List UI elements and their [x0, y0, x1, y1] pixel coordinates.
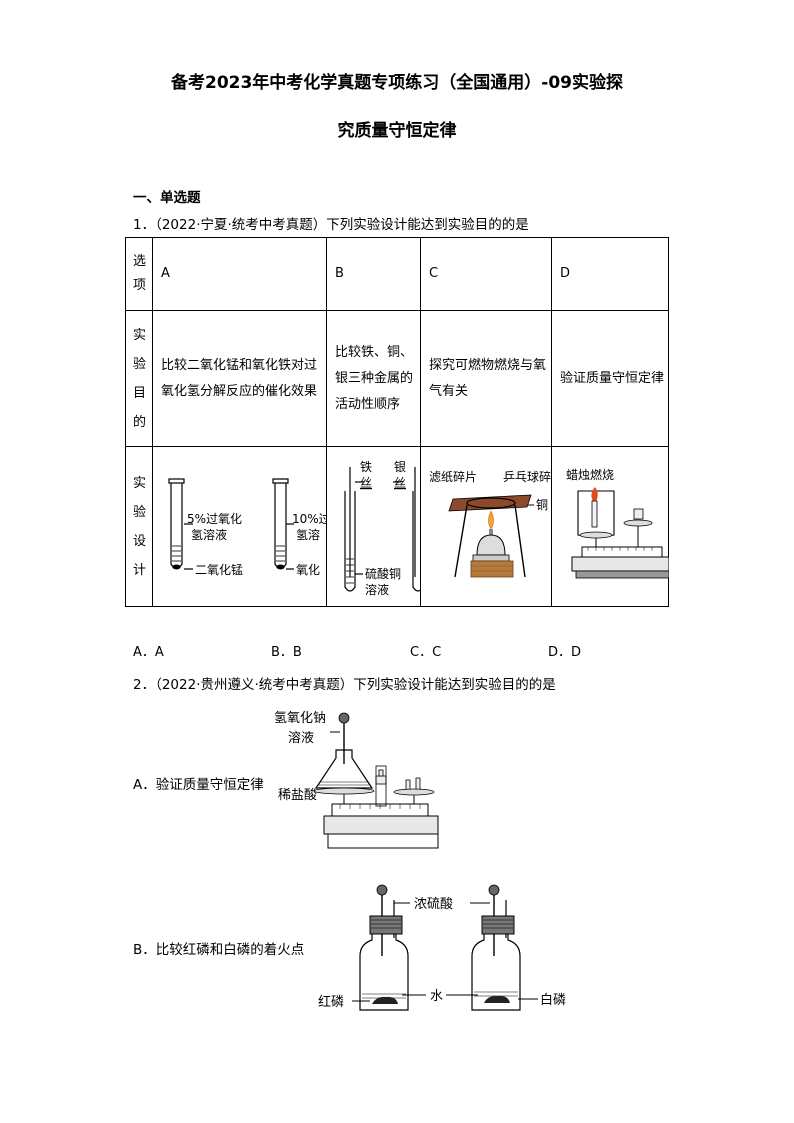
- metal-wire-figure-b: 铁 丝 银 丝 硫酸铜 溶液: [344, 460, 424, 597]
- choice-b[interactable]: B．B: [271, 645, 302, 660]
- design-a: 5%过氧化 氢溶液 二氧化锰 10%过 氢溶 氧化: [152, 446, 331, 607]
- design-b: 铁 丝 银 丝 硫酸铜 溶液: [326, 446, 424, 607]
- row-head-purpose: 实验目的: [125, 310, 153, 447]
- option-d-header: D: [551, 237, 669, 311]
- design-d: 蜡烛燃烧: [551, 446, 670, 607]
- choice-c[interactable]: C．C: [410, 645, 442, 660]
- label-pingpong: 乒乓球碎: [503, 469, 551, 484]
- row-head-option: 选项: [125, 237, 153, 311]
- section-heading: 一、单选题: [133, 190, 201, 206]
- purpose-b: 比较铁、铜、银三种金属的活动性顺序: [326, 310, 421, 447]
- page-title-line1: 备考2023年中考化学真题专项练习（全国通用）-09实验探: [170, 73, 624, 93]
- label-naoh: 氢氧化钠: [274, 711, 326, 726]
- label-red-p: 红磷: [318, 994, 344, 1010]
- label-cuso4-b: 溶液: [365, 582, 389, 597]
- label-fe: 铁: [360, 460, 372, 474]
- balance-candle-figure-d: 蜡烛燃烧: [566, 467, 670, 579]
- label-10pct-h2o2: 10%过: [292, 512, 327, 526]
- bottle-right: [471, 884, 521, 1011]
- option-c-header: C: [420, 237, 552, 311]
- table-row-options: 选项 A B C D: [125, 237, 669, 311]
- choice-a[interactable]: A．A: [133, 645, 164, 660]
- label-ag: 银: [394, 460, 406, 474]
- q2-option-a[interactable]: A．验证质量守恒定律: [133, 777, 264, 793]
- purpose-c: 探究可燃物燃烧与氧气有关: [420, 310, 552, 447]
- question-1-table: 选项 A B C D 实验目的 比较二氧化锰和氧化铁对过氧化氢分解反应的催化效果…: [125, 237, 670, 607]
- label-cuso4: 硫酸铜: [365, 566, 401, 581]
- label-ag-wire: 丝: [394, 476, 406, 490]
- option-a-header: A: [152, 237, 327, 311]
- label-copper: 铜: [536, 497, 548, 512]
- purpose-d: 验证质量守恒定律: [551, 310, 669, 447]
- burning-figure-c: 滤纸碎片 乒乓球碎 铜: [429, 469, 551, 578]
- table-row-purpose: 实验目的 比较二氧化锰和氧化铁对过氧化氢分解反应的催化效果 比较铁、铜、银三种金…: [125, 310, 669, 447]
- label-fe2o3: 氧化: [296, 563, 320, 577]
- label-fe-wire: 丝: [360, 476, 372, 490]
- question-1-stem: 1．（2022·宁夏·统考中考真题）下列实验设计能达到实验目的的是: [133, 217, 529, 233]
- test-tube-figure-a: 5%过氧化 氢溶液 二氧化锰 10%过 氢溶 氧化: [168, 478, 331, 577]
- label-candle: 蜡烛燃烧: [566, 467, 614, 482]
- q2-option-b[interactable]: B．比较红磷和白磷的着火点: [133, 942, 305, 958]
- label-filter-paper: 滤纸碎片: [429, 469, 477, 484]
- bottle-left: [359, 884, 409, 1011]
- question-2-stem: 2．（2022·贵州遵义·统考中考真题）下列实验设计能达到实验目的的是: [133, 677, 556, 693]
- design-c: 滤纸碎片 乒乓球碎 铜: [420, 446, 552, 607]
- label-water: 水: [430, 989, 443, 1004]
- label-5pct-h2o2-b: 氢溶液: [191, 527, 227, 542]
- label-naoh-b: 溶液: [288, 731, 314, 746]
- label-5pct-h2o2: 5%过氧化: [187, 512, 242, 526]
- q2-phosphorus-figure: 浓硫酸 水 红磷 白磷: [318, 884, 566, 1011]
- label-white-p: 白磷: [540, 992, 566, 1008]
- table-row-design: 实验设计: [125, 446, 670, 607]
- row-head-design: 实验设计: [125, 446, 153, 607]
- label-mno2: 二氧化锰: [195, 562, 243, 577]
- label-hcl: 稀盐酸: [278, 788, 317, 803]
- label-10pct-h2o2-b: 氢溶: [296, 527, 320, 542]
- page-title-line2: 究质量守恒定律: [337, 121, 457, 141]
- purpose-a: 比较二氧化锰和氧化铁对过氧化氢分解反应的催化效果: [152, 310, 327, 447]
- option-b-header: B: [326, 237, 421, 311]
- q2-balance-figure: 氢氧化钠 溶液 稀盐酸: [274, 711, 439, 849]
- label-h2so4: 浓硫酸: [414, 897, 453, 912]
- choice-d[interactable]: D．D: [548, 645, 582, 660]
